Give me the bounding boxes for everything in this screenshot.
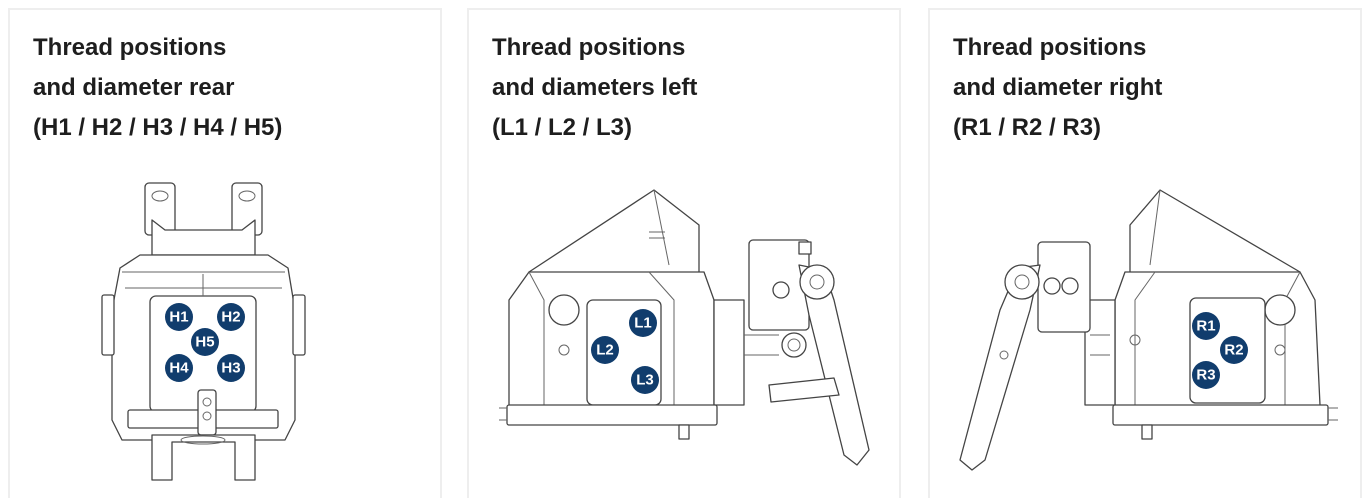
marker-h2: H2: [217, 303, 245, 331]
marker-r3: R3: [1192, 361, 1220, 389]
svg-text:R3: R3: [1196, 367, 1215, 384]
marker-h1: H1: [165, 303, 193, 331]
marker-l1: L1: [629, 309, 657, 337]
rear-thread-card: Thread positions and diameter rear (H1 /…: [8, 8, 442, 498]
svg-text:H5: H5: [195, 334, 214, 351]
rear-title-line-3: (H1 / H2 / H3 / H4 / H5): [33, 114, 283, 141]
left-view-drawing: L1 L2 L3: [499, 189, 870, 466]
rear-title-line-1: Thread positions: [33, 34, 227, 61]
left-thread-card: Thread positions and diameters left (L1 …: [467, 8, 901, 498]
marker-l2: L2: [591, 336, 619, 364]
right-title: Thread positions and diameter right (R1 …: [953, 28, 1162, 148]
left-title: Thread positions and diameters left (L1 …: [492, 28, 697, 148]
left-title-line-1: Thread positions: [492, 34, 686, 61]
right-view-drawing: R1 R2 R3: [959, 189, 1338, 471]
svg-text:R1: R1: [1196, 318, 1215, 335]
right-thread-card: Thread positions and diameter right (R1 …: [928, 8, 1362, 498]
svg-text:L3: L3: [636, 372, 654, 389]
rear-title-line-2: and diameter rear: [33, 74, 235, 101]
right-title-line-2: and diameter right: [953, 74, 1163, 101]
svg-text:L1: L1: [634, 315, 652, 332]
svg-text:H3: H3: [221, 360, 240, 377]
marker-r2: R2: [1220, 336, 1248, 364]
marker-l3: L3: [631, 366, 659, 394]
marker-h3: H3: [217, 354, 245, 382]
left-title-line-3: (L1 / L2 / L3): [492, 114, 633, 141]
svg-text:H2: H2: [221, 309, 240, 326]
marker-h5: H5: [191, 328, 219, 356]
svg-text:H4: H4: [169, 360, 189, 377]
rear-view-drawing: H1 H2 H5 H4 H3: [101, 182, 306, 481]
marker-h4: H4: [165, 354, 193, 382]
svg-text:R2: R2: [1224, 342, 1243, 359]
right-title-line-3: (R1 / R2 / R3): [953, 114, 1102, 141]
svg-text:L2: L2: [596, 342, 614, 359]
svg-text:H1: H1: [169, 309, 188, 326]
right-title-line-1: Thread positions: [953, 34, 1147, 61]
left-title-line-2: and diameters left: [492, 74, 698, 101]
marker-r1: R1: [1192, 312, 1220, 340]
rear-title: Thread positions and diameter rear (H1 /…: [33, 28, 282, 148]
